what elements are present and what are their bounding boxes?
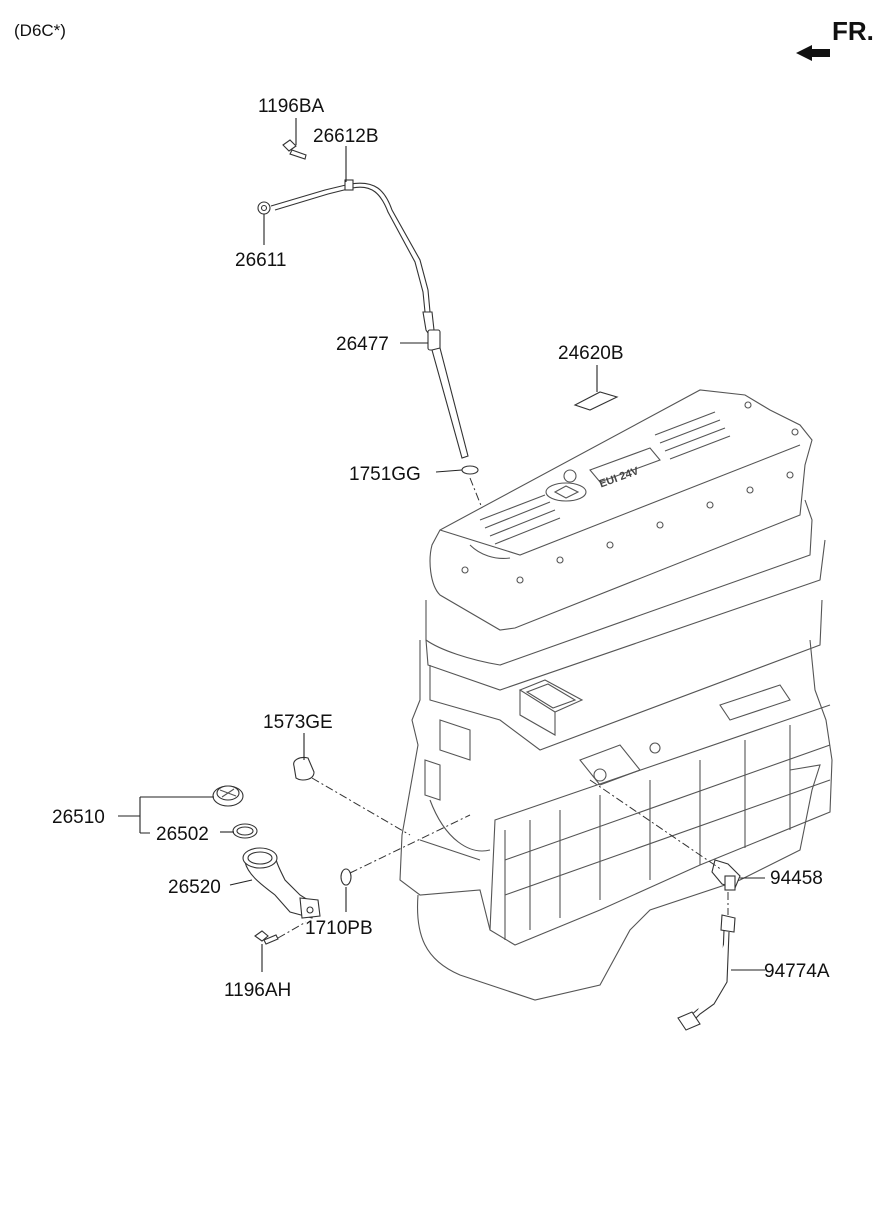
dipstick-assembly: [257, 139, 619, 509]
front-direction-indicator: FR.: [796, 16, 874, 61]
cylinder-block: [399, 639, 833, 946]
plug-1573ge: [293, 756, 315, 781]
engine-assembly: EUI 24V: [399, 389, 833, 1001]
part-label-94458[interactable]: 94458: [770, 868, 823, 889]
part-label-1573ge[interactable]: 1573GE: [263, 712, 333, 733]
dipstick-guide: [431, 347, 469, 459]
part-label-26477[interactable]: 26477: [336, 334, 389, 355]
rocker-cover: [429, 389, 813, 631]
oil-filler-assembly: [212, 756, 471, 945]
front-arrow-icon: [796, 45, 830, 61]
tube-bracket: [344, 179, 354, 191]
part-label-1196ba[interactable]: 1196BA: [258, 96, 325, 117]
oil-pan: [416, 764, 821, 1001]
dipstick-handle: [427, 329, 441, 351]
o-ring-1710pb: [340, 868, 352, 886]
part-label-26520[interactable]: 26520: [168, 877, 221, 898]
bolt-1196ah: [254, 930, 279, 945]
part-label-1710pb[interactable]: 1710PB: [305, 918, 373, 939]
engine-cover-text: EUI 24V: [598, 465, 641, 491]
part-label-24620b[interactable]: 24620B: [558, 343, 624, 364]
part-label-1196ah[interactable]: 1196AH: [224, 980, 291, 1001]
harness-connector: [720, 914, 736, 933]
front-label: FR.: [832, 16, 874, 46]
part-label-26612b[interactable]: 26612B: [313, 126, 379, 147]
cylinder-head: [425, 499, 813, 666]
part-label-1751gg[interactable]: 1751GG: [349, 464, 421, 485]
part-label-26502[interactable]: 26502: [156, 824, 209, 845]
sensor-assembly: [589, 779, 741, 1031]
part-label-26611[interactable]: 26611: [235, 250, 286, 271]
label-plate-24620b: [573, 391, 619, 411]
part-label-94774a[interactable]: 94774A: [764, 961, 830, 982]
part-label-26510[interactable]: 26510: [52, 807, 105, 828]
part-labels: 1196BA 26612B 26611 26477 24620B 1751GG …: [52, 96, 830, 1001]
bolt-1196ba: [282, 139, 307, 160]
model-code: (D6C*): [14, 21, 66, 40]
o-ring-1751gg: [461, 465, 479, 475]
leader-lines: [118, 118, 765, 972]
